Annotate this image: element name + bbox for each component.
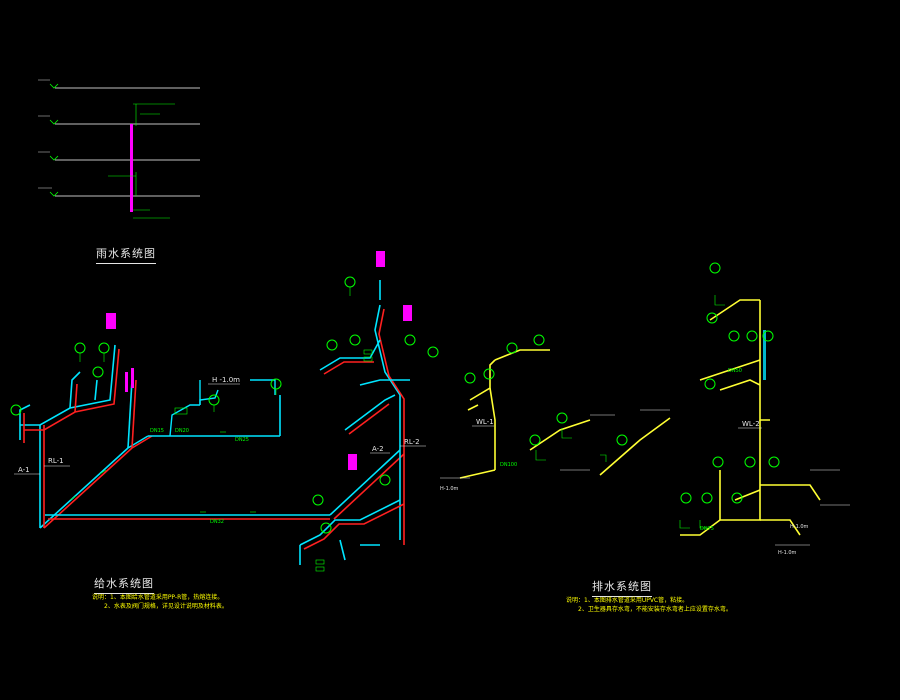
label-h-drain-c: H-1.0m xyxy=(778,550,797,556)
label-wl1: WL-1 xyxy=(476,418,494,426)
label-rl1: RL-1 xyxy=(48,457,64,465)
drain-pipes xyxy=(459,299,821,536)
title-drain-system: 排水系统图 xyxy=(592,578,652,597)
drain-note-2: 2、卫生器具存水弯，不能安装存水弯者上应设置存水弯。 xyxy=(578,606,732,613)
drain-note-1: 说明：1、本图排水管道采用UPVC管，粘接。 xyxy=(566,597,689,604)
label-wl2: WL-2 xyxy=(742,420,760,428)
label-dn32: DN32 xyxy=(210,519,224,525)
label-dn75: DN75 xyxy=(700,526,714,532)
riser-rl1 xyxy=(19,344,137,528)
title-supply-system: 给水系统图 xyxy=(94,575,154,594)
supply-mid-branch xyxy=(169,379,276,437)
supply-ticks xyxy=(69,431,256,513)
supply-main-pipes xyxy=(39,395,405,529)
drain-details xyxy=(440,295,850,546)
rain-riser-supply-left xyxy=(106,313,116,329)
rain-downpipe xyxy=(130,124,133,212)
rain-annotations xyxy=(108,103,175,219)
rain-riser-supply-right-2 xyxy=(403,305,412,321)
supply-note-1: 说明：1、本图给水管道采用PP-R管，热熔连接。 xyxy=(92,594,224,601)
supply-labels: RL-1 A-1 RL-2 A-2 H -1.0m DN15 DN20 DN25… xyxy=(14,376,426,525)
supply-system: RL-1 A-1 RL-2 A-2 H -1.0m DN15 DN20 DN25… xyxy=(10,251,439,572)
label-h-drain-b: H-1.0m xyxy=(790,524,809,530)
label-a1: A-1 xyxy=(18,466,30,474)
supply-fixtures xyxy=(10,276,439,534)
drain-system: WL-1 WL-2 H-1.0m H-1.0m H-1.0m DN100 DN7… xyxy=(440,262,850,556)
title-rain-system: 雨水系统图 xyxy=(96,245,156,264)
label-dn100: DN100 xyxy=(500,462,517,468)
label-dn20: DN20 xyxy=(175,428,189,434)
rain-system xyxy=(38,79,200,219)
label-a2: A-2 xyxy=(372,445,384,453)
floor-lines xyxy=(55,87,200,197)
drain-labels: WL-1 WL-2 H-1.0m H-1.0m H-1.0m DN100 DN7… xyxy=(440,368,809,556)
label-h-supply: H -1.0m xyxy=(212,376,240,384)
drain-fixtures xyxy=(464,262,780,504)
label-dn25: DN25 xyxy=(235,437,249,443)
label-dn15: DN15 xyxy=(150,428,164,434)
supply-fixture-marks xyxy=(79,287,373,572)
floor-marks xyxy=(38,79,59,197)
riser-a2 xyxy=(299,280,410,565)
label-dn50: DN50 xyxy=(728,368,742,374)
supply-note-2: 2、水表及阀门规格，详见设计说明及材料表。 xyxy=(104,603,228,610)
rain-riser-supply-right-3 xyxy=(348,454,357,470)
label-rl2: RL-2 xyxy=(404,438,420,446)
label-h-drain-a: H-1.0m xyxy=(440,486,459,492)
rain-riser-supply-right-1 xyxy=(376,251,385,267)
drain-riser-rain xyxy=(763,330,766,380)
